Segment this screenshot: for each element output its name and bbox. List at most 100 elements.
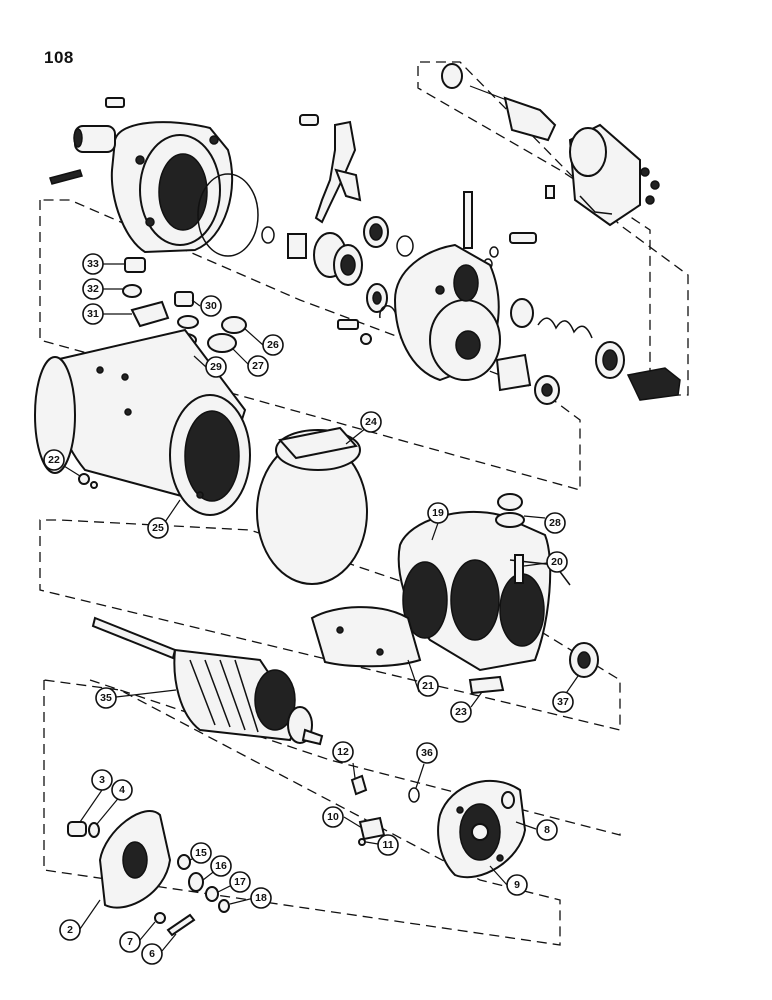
bushing-3 bbox=[67, 821, 87, 837]
solenoid-plunger bbox=[469, 85, 557, 142]
callout-31-label: 31 bbox=[87, 308, 99, 320]
callout-25-label: 25 bbox=[152, 522, 164, 534]
callout-32: 32 bbox=[82, 278, 104, 300]
drive-washer bbox=[366, 283, 388, 313]
pole-shoe-21 bbox=[310, 606, 422, 668]
callout-31: 31 bbox=[82, 303, 104, 325]
washer-4 bbox=[88, 822, 100, 838]
housing-o-ring bbox=[197, 173, 259, 257]
field-terminal-hardware-28 bbox=[495, 493, 525, 528]
insulator-27 bbox=[207, 333, 237, 353]
group-outline-commutator-end bbox=[43, 679, 561, 946]
callout-33: 33 bbox=[82, 253, 104, 275]
callout-36: 36 bbox=[416, 742, 438, 764]
callout-2-label: 2 bbox=[67, 924, 73, 936]
callout-22-label: 22 bbox=[48, 454, 60, 466]
insulator-26 bbox=[221, 316, 247, 334]
group-outline-armature bbox=[89, 679, 621, 836]
callout-33-label: 33 bbox=[87, 258, 99, 270]
field-frame bbox=[34, 328, 251, 516]
callout-6-label: 6 bbox=[149, 948, 155, 960]
callout-32-label: 32 bbox=[87, 283, 99, 295]
callout-8: 8 bbox=[536, 819, 558, 841]
drive-housing bbox=[73, 121, 234, 254]
callout-3: 3 bbox=[91, 769, 113, 791]
solenoid bbox=[568, 123, 660, 227]
callout-2: 2 bbox=[59, 919, 81, 941]
return-spring bbox=[510, 298, 625, 379]
washer-17 bbox=[205, 886, 219, 902]
pinion-sleeve bbox=[495, 353, 560, 405]
housing-pin bbox=[49, 169, 83, 185]
bolt-6 bbox=[166, 913, 196, 937]
callout-36-label: 36 bbox=[421, 747, 433, 759]
lockwasher-32 bbox=[122, 284, 142, 298]
callout-24-label: 24 bbox=[365, 416, 377, 428]
drive-pinion bbox=[287, 232, 363, 286]
callout-19: 19 bbox=[427, 502, 449, 524]
end-plate-2 bbox=[98, 810, 172, 909]
callout-27-label: 27 bbox=[252, 360, 264, 372]
solenoid-screw bbox=[545, 185, 555, 199]
callout-35: 35 bbox=[95, 687, 117, 709]
callout-4-label: 4 bbox=[119, 784, 125, 796]
terminal-nut-30a bbox=[174, 291, 194, 307]
callout-11: 11 bbox=[377, 834, 399, 856]
terminal-strap-31 bbox=[130, 300, 170, 328]
callout-37-label: 37 bbox=[557, 696, 569, 708]
callout-4: 4 bbox=[111, 779, 133, 801]
brush-spring-10 bbox=[358, 816, 386, 841]
bushing-37 bbox=[569, 642, 599, 678]
callout-29: 29 bbox=[205, 356, 227, 378]
callout-22: 22 bbox=[43, 449, 65, 471]
intermediate-housing bbox=[393, 243, 501, 382]
callout-9-label: 9 bbox=[514, 879, 520, 891]
frame-screw-22 bbox=[78, 473, 98, 489]
callout-3-label: 3 bbox=[99, 774, 105, 786]
callout-18: 18 bbox=[250, 887, 272, 909]
callout-11-label: 11 bbox=[382, 839, 393, 851]
callout-24: 24 bbox=[360, 411, 382, 433]
callout-10: 10 bbox=[322, 806, 344, 828]
callout-26: 26 bbox=[262, 334, 284, 356]
callout-15: 15 bbox=[190, 842, 212, 864]
callout-19-label: 19 bbox=[432, 507, 444, 519]
nut-18 bbox=[218, 899, 230, 913]
callout-21: 21 bbox=[417, 675, 439, 697]
brush-holder-12 bbox=[350, 774, 368, 796]
washer-30 bbox=[177, 315, 199, 329]
callout-17: 17 bbox=[229, 871, 251, 893]
screw-11 bbox=[358, 838, 366, 846]
small-o-ring bbox=[261, 226, 275, 244]
insulating-strip-23 bbox=[468, 675, 505, 695]
lockwasher-7 bbox=[154, 912, 166, 924]
callout-18-label: 18 bbox=[255, 892, 267, 904]
field-insulator-band bbox=[256, 426, 368, 585]
callout-12-label: 12 bbox=[337, 746, 349, 758]
callout-30-label: 30 bbox=[205, 300, 217, 312]
callout-37: 37 bbox=[552, 691, 574, 713]
callout-20: 20 bbox=[546, 551, 568, 573]
page-number: 108 bbox=[44, 48, 74, 67]
callout-21-label: 21 bbox=[422, 680, 434, 692]
drive-nut bbox=[360, 333, 372, 345]
callout-12: 12 bbox=[332, 741, 354, 763]
group-outline-solenoid bbox=[417, 61, 689, 396]
callout-16-label: 16 bbox=[215, 860, 227, 872]
terminal-nut-33 bbox=[124, 257, 146, 273]
callout-29-label: 29 bbox=[210, 361, 222, 373]
callout-23-label: 23 bbox=[455, 706, 467, 718]
callout-23: 23 bbox=[450, 701, 472, 723]
washer-16 bbox=[188, 872, 204, 892]
drive-cap-screw bbox=[337, 319, 359, 330]
drive-bushing bbox=[363, 216, 389, 248]
callout-30: 30 bbox=[200, 295, 222, 317]
callout-7: 7 bbox=[119, 931, 141, 953]
shift-lever bbox=[299, 114, 362, 224]
housing-gasket-ring bbox=[379, 305, 397, 319]
drive-o-ring bbox=[396, 235, 414, 257]
solenoid-pin bbox=[463, 191, 537, 270]
callout-26-label: 26 bbox=[267, 339, 279, 351]
callout-8-label: 8 bbox=[544, 824, 550, 836]
